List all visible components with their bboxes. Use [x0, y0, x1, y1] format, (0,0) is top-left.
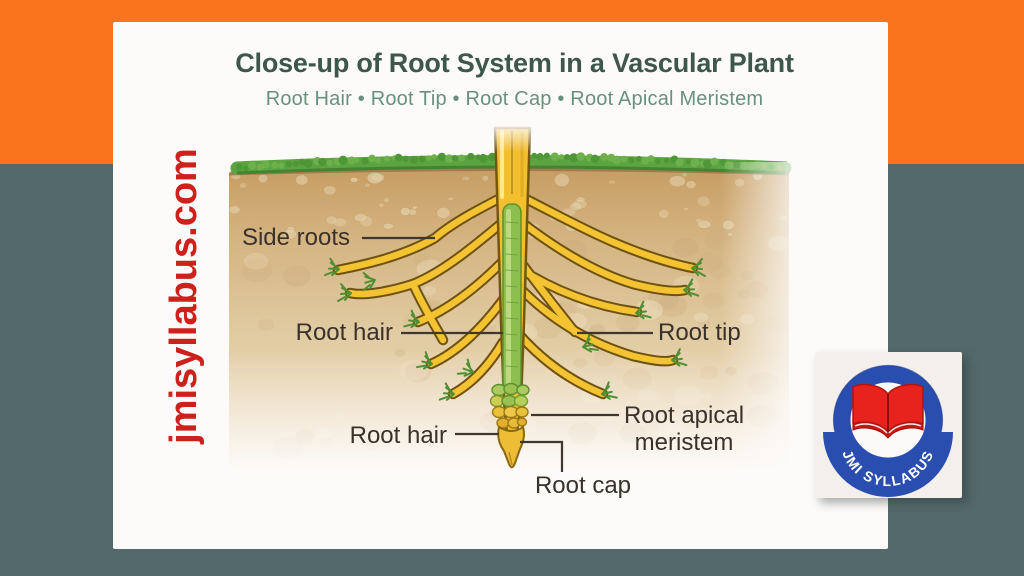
- root-hair-upper-label: Root hair: [296, 319, 393, 346]
- root-cap-leader: [520, 440, 564, 472]
- watermark-text: jmisyllabus.com: [163, 148, 205, 444]
- root-apical-meristem-graphic: [489, 382, 530, 429]
- stem-top-fade: [487, 122, 537, 152]
- soil-right-fade: [721, 162, 799, 480]
- root-system-diagram: Side roots Root hair Root tip Root apica…: [223, 122, 799, 499]
- side-roots-label: Side roots: [242, 224, 350, 251]
- logo-graphic: JMI SYLLABUS: [823, 364, 953, 497]
- root-apical-meristem-label-line2: meristem: [635, 429, 734, 456]
- page-title: Close-up of Root System in a Vascular Pl…: [235, 48, 794, 78]
- root-cap-label: Root cap: [535, 472, 631, 499]
- open-book-icon: [852, 383, 924, 439]
- diagram-labels: Side roots Root hair Root tip Root apica…: [242, 224, 744, 499]
- root-cap-graphic: [497, 426, 525, 469]
- root-apical-meristem-label-line1: Root apical: [624, 402, 744, 429]
- page-subtitle: Root Hair • Root Tip • Root Cap • Root A…: [265, 88, 764, 110]
- root-hair-lower-label: Root hair: [350, 422, 447, 449]
- jmi-syllabus-logo: JMI SYLLABUS: [815, 352, 962, 498]
- diagram-card: Side roots Root hair Root tip Root apica…: [113, 22, 888, 549]
- card-header: Close-up of Root System in a Vascular Pl…: [113, 22, 888, 111]
- root-hair-zone-graphic: [502, 203, 522, 391]
- logo-banner-band: [823, 431, 953, 497]
- root-tip-label: Root tip: [658, 319, 741, 346]
